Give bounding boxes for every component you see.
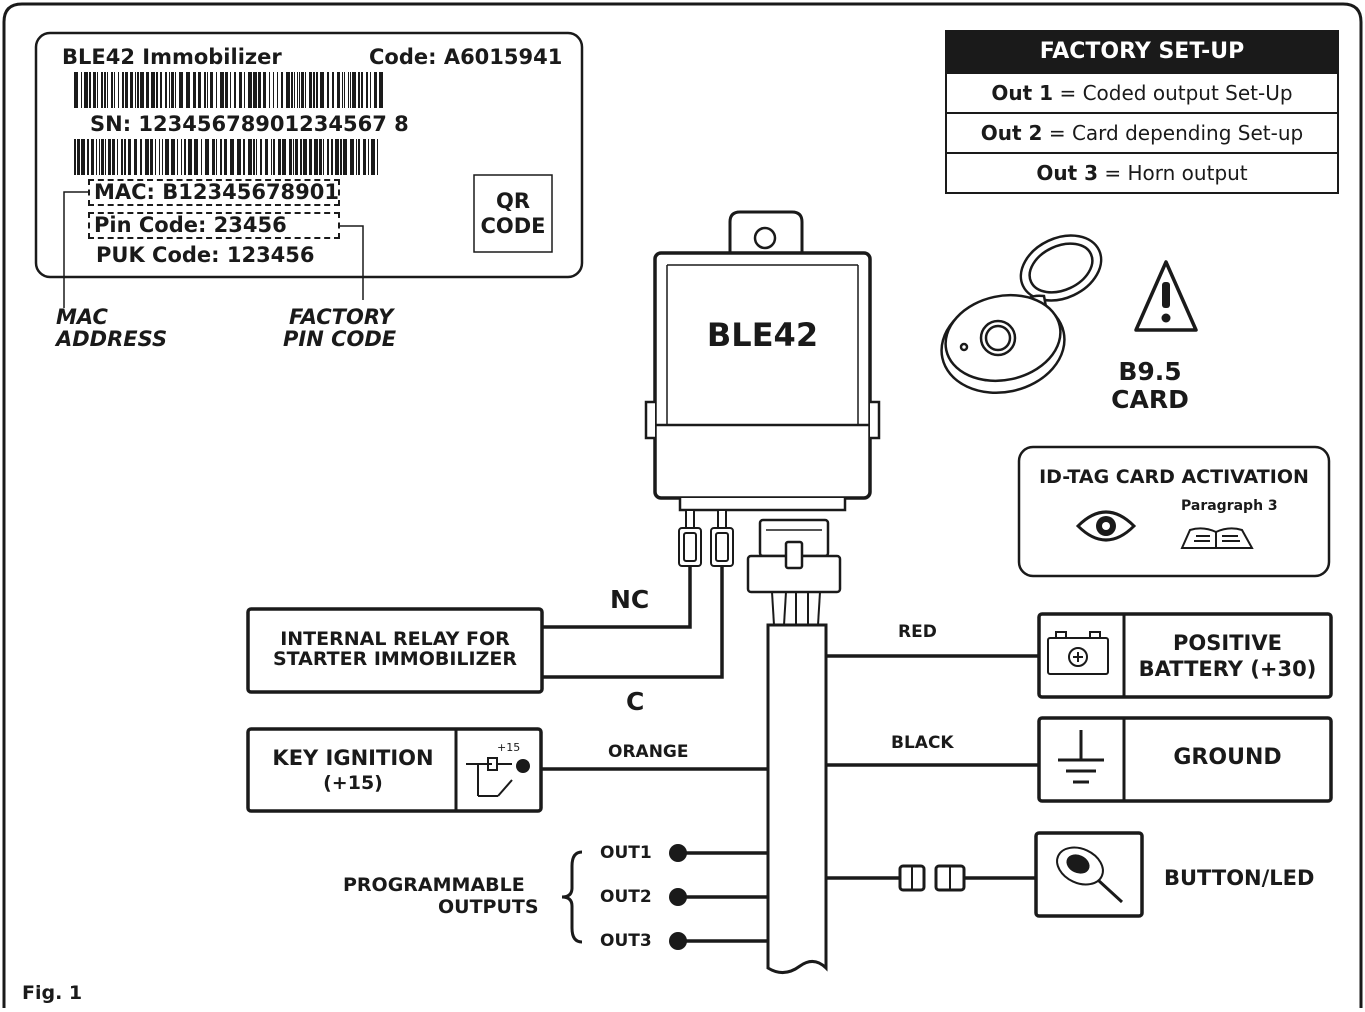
key-ignition-label-1: KEY IGNITION bbox=[272, 746, 434, 770]
callout-lines bbox=[63, 191, 364, 308]
mac-value: MAC: B12345678901 bbox=[94, 180, 340, 204]
mac-highlight bbox=[88, 179, 340, 206]
red-wire-label: RED bbox=[898, 622, 937, 642]
battery-icon bbox=[1047, 631, 1109, 675]
id-tag-title: ID-TAG CARD ACTIVATION bbox=[1039, 466, 1309, 488]
outputs-brace bbox=[561, 850, 583, 944]
button-led-label: BUTTON/LED bbox=[1164, 866, 1315, 890]
relay-box bbox=[246, 607, 544, 694]
c-terminal-label: C bbox=[626, 687, 645, 716]
orange-wire-label: ORANGE bbox=[608, 742, 689, 762]
out2-terminal bbox=[669, 888, 687, 906]
qr-label-2: CODE bbox=[480, 214, 546, 238]
factory-setup-row-3: Out 3 = Horn output bbox=[947, 152, 1337, 192]
output-wires bbox=[680, 851, 768, 943]
label-card-border bbox=[34, 31, 584, 279]
out3-terminal bbox=[669, 932, 687, 950]
relay-wires bbox=[542, 566, 724, 679]
harness-fan bbox=[771, 591, 821, 626]
black-wire-label: BLACK bbox=[891, 733, 954, 753]
product-code: Code: A6015941 bbox=[369, 45, 563, 69]
factory-setup-table: FACTORY SET-UP Out 1 = Coded output Set-… bbox=[945, 30, 1339, 194]
button-led-icon bbox=[1056, 846, 1124, 904]
outputs-label-2: OUTPUTS bbox=[438, 896, 539, 918]
relay-terminals bbox=[678, 509, 734, 567]
ble42-module-drawing bbox=[644, 210, 881, 512]
pin-value: Pin Code: 23456 bbox=[94, 213, 287, 237]
ground-label: GROUND bbox=[1173, 745, 1282, 770]
ignition-switch-icon bbox=[466, 757, 530, 797]
puk-value: PUK Code: 123456 bbox=[96, 243, 315, 267]
barcode-bottom bbox=[74, 139, 378, 175]
mac-callout-1: MAC bbox=[56, 305, 108, 329]
factory-setup-row-1: Out 1 = Coded output Set-Up bbox=[947, 72, 1337, 112]
pin-highlight bbox=[88, 212, 340, 239]
button-led-wire bbox=[826, 864, 1036, 892]
out1-label: OUT1 bbox=[600, 843, 652, 863]
ground-box bbox=[1037, 716, 1333, 803]
id-tag-paragraph: Paragraph 3 bbox=[1181, 498, 1278, 514]
key-fob-icon bbox=[940, 234, 1103, 394]
book-icon bbox=[1180, 527, 1254, 549]
outputs-label-1: PROGRAMMABLE bbox=[343, 874, 525, 896]
figure-label: Fig. 1 bbox=[22, 982, 83, 1004]
battery-label-1: POSITIVE bbox=[1173, 631, 1282, 655]
barcode-top bbox=[74, 72, 383, 108]
card-label-2: CARD bbox=[1111, 385, 1189, 414]
factory-setup-row-2: Out 2 = Card depending Set-up bbox=[947, 112, 1337, 152]
nc-terminal-label: NC bbox=[610, 585, 650, 614]
serial-number: SN: 12345678901234567 8 bbox=[90, 112, 409, 136]
ignition-icon-label: +15 bbox=[497, 741, 521, 754]
relay-label-2: STARTER IMMOBILIZER bbox=[273, 648, 517, 670]
id-tag-box bbox=[1017, 445, 1331, 578]
out3-label: OUT3 bbox=[600, 931, 652, 951]
pin-callout-1: FACTORY bbox=[289, 305, 394, 329]
warning-icon bbox=[1134, 260, 1198, 332]
relay-label-1: INTERNAL RELAY FOR bbox=[280, 628, 510, 650]
key-ignition-box bbox=[246, 727, 543, 813]
mac-callout-2: ADDRESS bbox=[56, 327, 168, 351]
out1-terminal bbox=[669, 844, 687, 862]
qr-code-placeholder bbox=[473, 174, 553, 253]
pin-callout-2: PIN CODE bbox=[283, 327, 397, 351]
eye-icon bbox=[1075, 510, 1137, 542]
product-name: BLE42 Immobilizer bbox=[62, 45, 282, 69]
out2-label: OUT2 bbox=[600, 887, 652, 907]
factory-setup-title: FACTORY SET-UP bbox=[947, 32, 1337, 72]
card-label-1: B9.5 bbox=[1118, 357, 1182, 386]
battery-label-2: BATTERY (+30) bbox=[1138, 657, 1317, 681]
battery-box bbox=[1037, 612, 1333, 699]
wire-harness bbox=[766, 623, 828, 974]
module-name: BLE42 bbox=[706, 316, 819, 354]
ground-icon bbox=[1058, 730, 1104, 784]
key-ignition-label-2: (+15) bbox=[323, 772, 383, 794]
qr-label-1: QR bbox=[495, 189, 531, 213]
main-connector bbox=[746, 518, 842, 594]
